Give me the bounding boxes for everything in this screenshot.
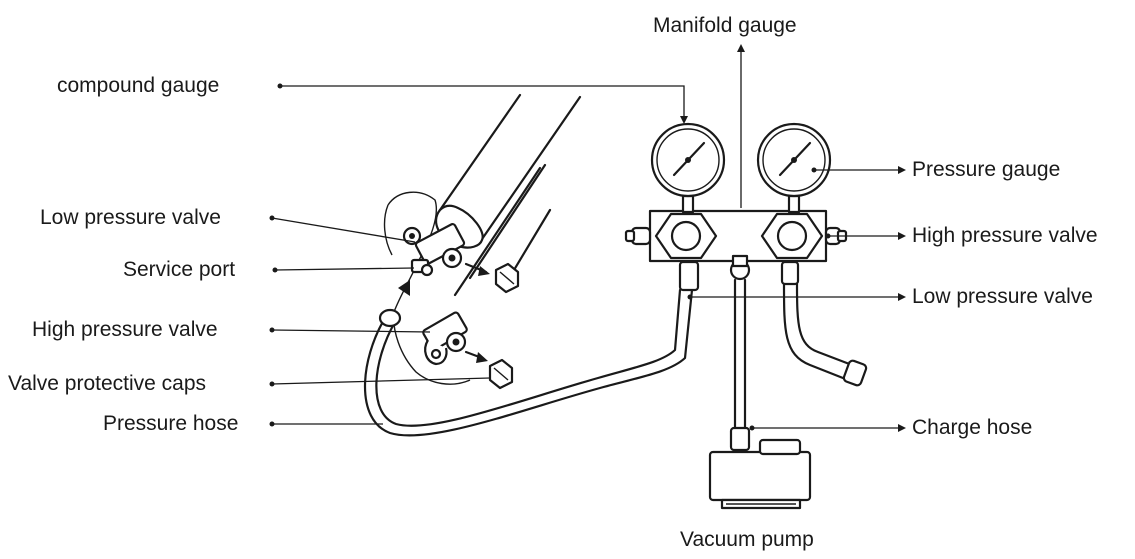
label-low-pressure-valve-right: Low pressure valve xyxy=(912,285,1093,308)
pressure-gauge-dial xyxy=(756,122,832,214)
label-charge-hose: Charge hose xyxy=(912,416,1033,439)
charge-hose-line xyxy=(729,254,751,452)
label-pressure-hose: Pressure hose xyxy=(103,412,239,435)
label-compound-gauge: compound gauge xyxy=(57,74,220,97)
pressure-hose-line xyxy=(364,260,700,437)
protective-caps xyxy=(398,262,520,390)
manifold-low-valve xyxy=(624,212,718,260)
low-pressure-valve-body xyxy=(402,223,466,277)
label-service-port: Service port xyxy=(123,258,236,281)
label-pressure-gauge: Pressure gauge xyxy=(912,158,1061,181)
compound-gauge-dial xyxy=(650,122,726,214)
label-high-pressure-valve-left: High pressure valve xyxy=(32,318,218,341)
manifold-high-valve xyxy=(760,212,848,260)
vacuum-pump-unit xyxy=(708,438,812,510)
label-manifold-gauge: Manifold gauge xyxy=(653,14,797,37)
label-high-pressure-valve-right: High pressure valve xyxy=(912,224,1098,247)
high-pressure-valve-body xyxy=(422,311,468,366)
label-vacuum-pump: Vacuum pump xyxy=(680,528,814,551)
leader-lines xyxy=(269,44,906,432)
label-low-pressure-valve-left: Low pressure valve xyxy=(40,206,221,229)
label-valve-protective-caps: Valve protective caps xyxy=(8,372,207,395)
right-hose xyxy=(780,260,868,387)
